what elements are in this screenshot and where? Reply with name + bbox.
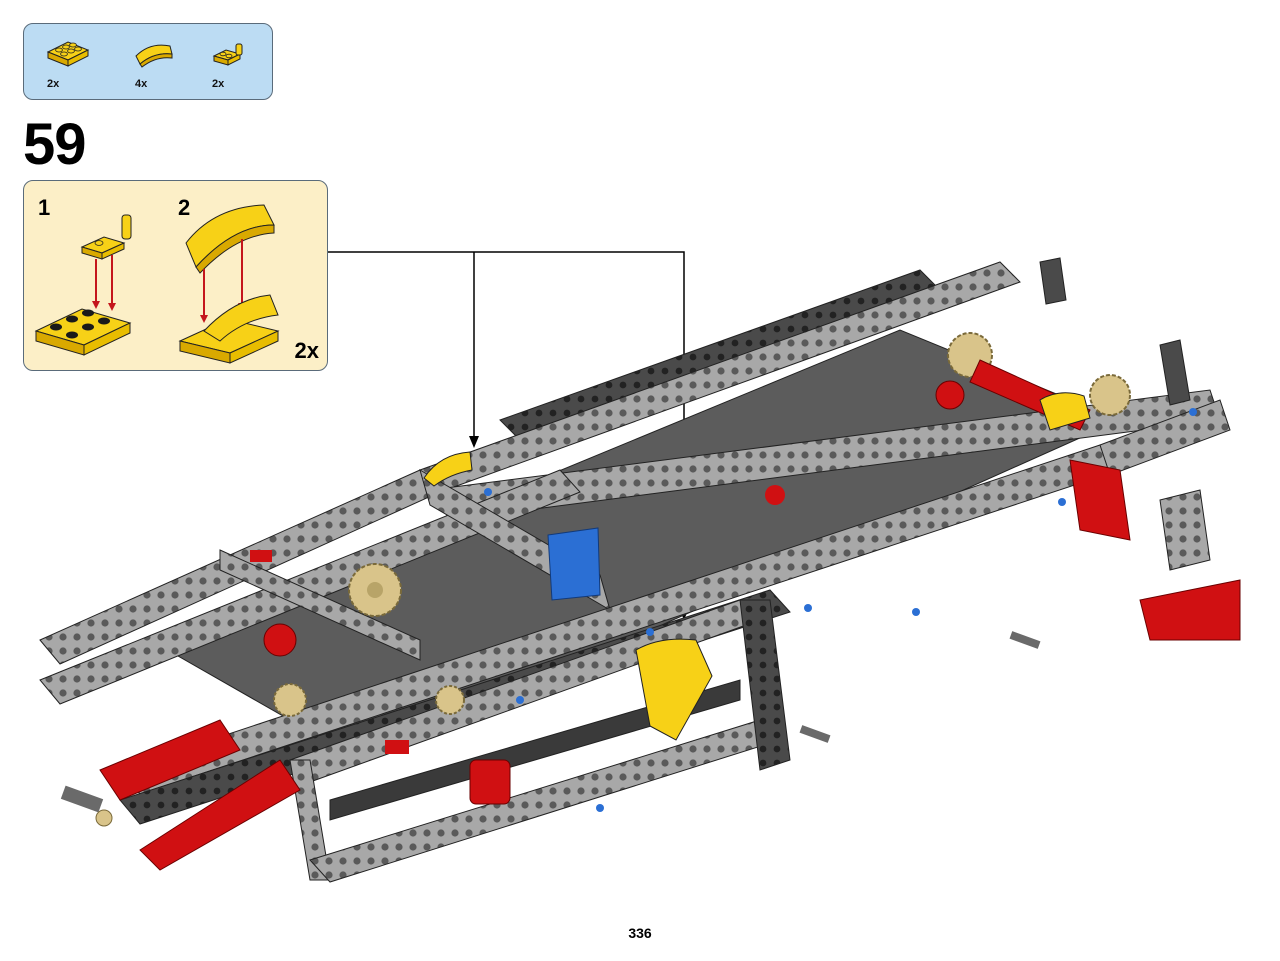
part-qty-2: 4x [135, 78, 148, 90]
part-qty-3: 2x [212, 78, 225, 90]
parts-list-box: 2x 4x 2x [23, 23, 273, 100]
step-number: 59 [23, 112, 87, 177]
yellow-curved-slope-icon [135, 44, 173, 68]
part-qty-1: 2x [47, 78, 60, 90]
sub-assembly-multiplier: 2x [294, 338, 319, 363]
yellow-plate-2x3-icon [46, 41, 90, 67]
sub-step-2-label: 2 [178, 195, 191, 220]
sub-step-1-label: 1 [38, 195, 51, 220]
sub-step-2-illustration [178, 204, 280, 364]
sub-assembly-box: 1 2 2x [23, 180, 328, 371]
page-number: 336 [628, 925, 652, 941]
sub-step-1-illustration [34, 214, 132, 356]
yellow-plate-with-clip-icon [212, 43, 243, 66]
